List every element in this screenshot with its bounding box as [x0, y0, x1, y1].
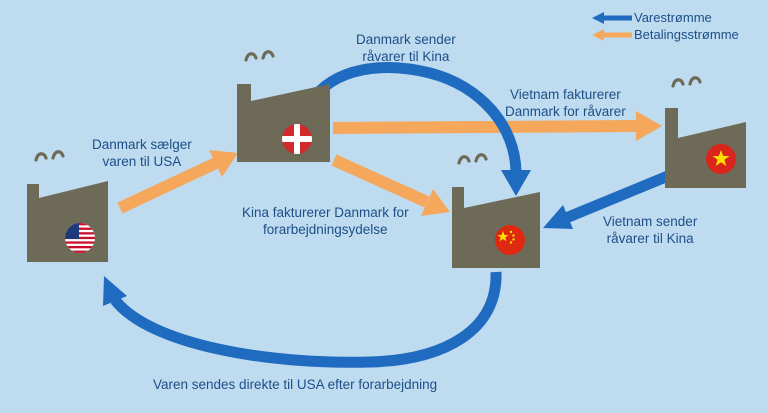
factory-china — [452, 153, 540, 268]
payment-arrow-china-to-denmark — [331, 154, 450, 216]
goods-arrow-vietnam-to-china — [543, 170, 671, 229]
vietnam-flag-icon — [706, 144, 736, 174]
orange-arrow-icon — [592, 29, 632, 41]
label-china-invoices-denmark: Kina fakturerer Danmark for forarbejdnin… — [242, 205, 409, 237]
factory-denmark — [237, 50, 330, 162]
label-vietnam-sends-china: Vietnam sender råvarer til Kina — [603, 214, 698, 246]
label-shipped-direct-usa: Varen sendes direkte til USA efter forar… — [153, 377, 438, 392]
payment-arrow-vietnam-to-denmark — [332, 111, 662, 141]
legend-payment-label: Betalingsstrømme — [634, 27, 739, 42]
payment-arrow-usa-to-denmark — [117, 150, 238, 214]
denmark-flag-icon — [282, 124, 312, 154]
label-vietnam-invoices-denmark: Vietnam fakturerer Danmark for råvarer — [505, 87, 626, 119]
legend-goods-label: Varestrømme — [634, 10, 712, 25]
goods-arrow-denmark-to-china — [305, 62, 531, 196]
factory-usa — [27, 150, 108, 262]
usa-flag-icon — [65, 223, 95, 253]
label-denmark-sells-usa: Danmark sælger varen til USA — [92, 137, 192, 169]
label-denmark-sends-china: Danmark sender råvarer til Kina — [356, 32, 456, 64]
blue-arrow-icon — [592, 12, 632, 24]
factory-vietnam — [665, 76, 746, 188]
china-flag-icon — [495, 225, 525, 255]
goods-arrow-china-to-usa — [103, 271, 502, 368]
